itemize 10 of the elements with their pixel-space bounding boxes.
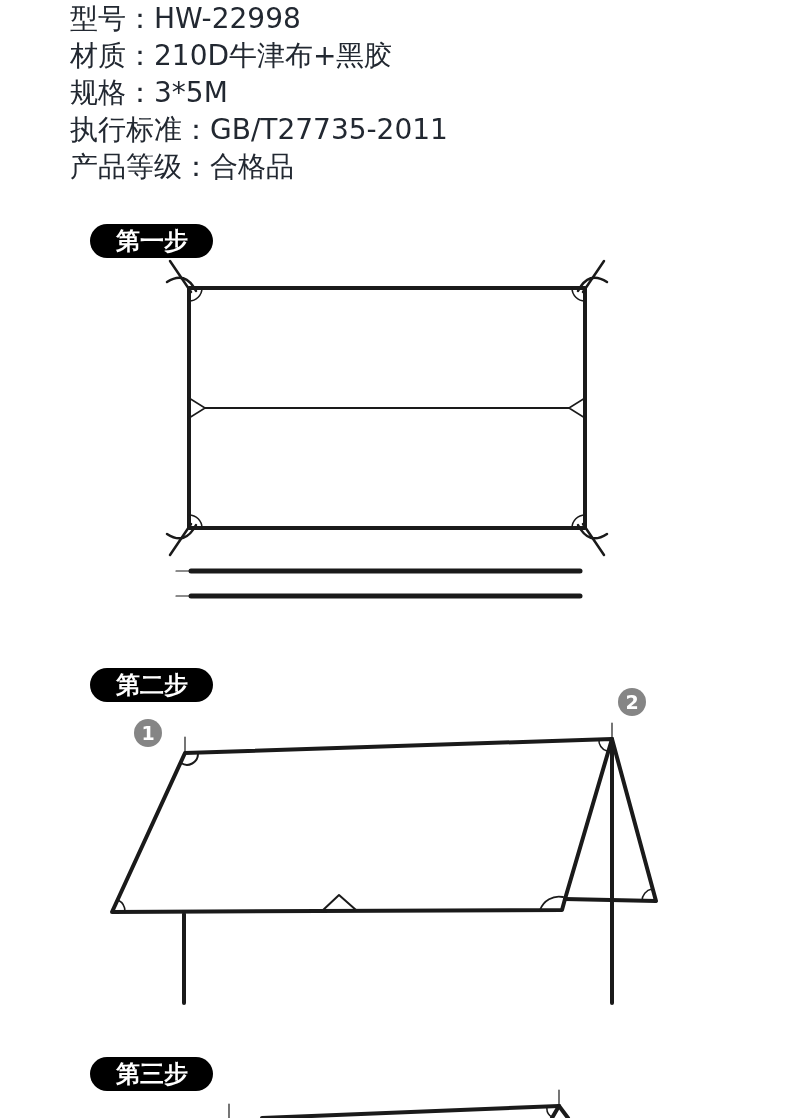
spec-text: 型号：HW-22998	[70, 1, 301, 37]
step-badge: 第一步	[90, 224, 213, 258]
spec-text: 产品等级：合格品	[70, 149, 294, 185]
spec-text: 材质：210D牛津布+黑胶	[70, 38, 393, 74]
spec-text: 执行标准：GB/T27735-2011	[70, 112, 448, 148]
step-badge: 第三步	[90, 1057, 213, 1091]
spec-text: 规格：3*5M	[70, 75, 228, 111]
callout-number: 2	[618, 688, 646, 716]
step-badge: 第二步	[90, 668, 213, 702]
callout-number: 1	[134, 719, 162, 747]
